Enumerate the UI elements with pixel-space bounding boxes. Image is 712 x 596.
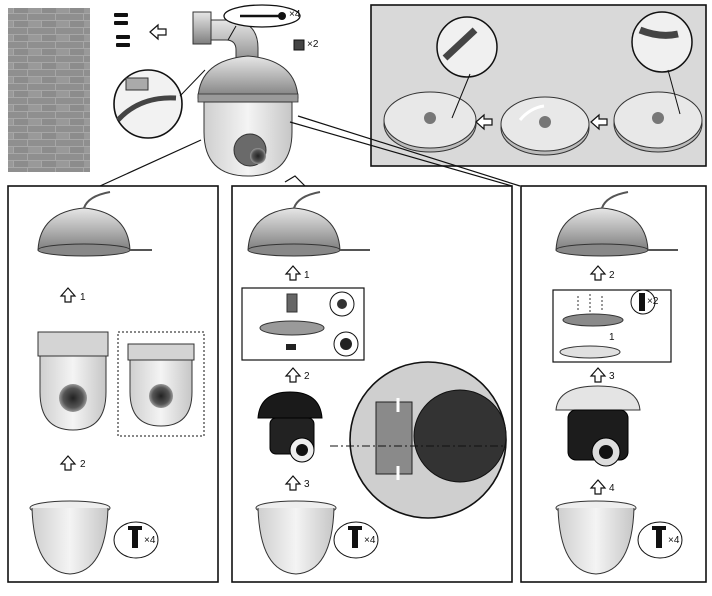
top-screw-qty: ×4 [289,9,301,20]
panel2-screw-callout [333,521,379,559]
base-disc-left [383,91,477,153]
arrow-up-icon-p1-2 [59,455,77,471]
p3-step-3: 3 [609,371,615,382]
arrow-up-icon-p3-3 [589,367,607,383]
p3-screw-qty-top: ×2 [647,296,659,307]
arrow-up-icon-p3-2 [589,265,607,281]
panel1-camera [37,331,109,431]
arrow-left-icon [149,23,167,41]
magnifier-left [436,16,498,119]
panel3-plates [559,289,656,359]
screw-callout [223,4,301,41]
panel1-alt-camera-box [117,331,205,437]
p1-step-2: 2 [80,459,86,470]
panel1-screw-callout [113,521,159,559]
nut-icon [293,39,305,51]
wall-mount-camera [192,11,299,177]
arrow-up-icon-p3-4 [589,479,607,495]
base-disc-middle [500,96,590,156]
arrow-up-icon-p2-2 [284,367,302,383]
magnifier-right [631,11,693,115]
panel2-dome [255,500,337,575]
p1-step-1: 1 [80,292,86,303]
p2-step-1: 1 [304,270,310,281]
top-nut-qty: ×2 [307,39,319,50]
p3-screw-qty: ×4 [668,535,680,546]
p3-step-1: 1 [609,332,615,343]
panel3-base [555,191,678,257]
panel1-dome [29,500,111,575]
panel1-base [37,191,152,257]
panel2-camera [257,391,323,463]
arrow-up-icon-p2-1 [284,265,302,281]
panel3-dome [555,500,637,575]
panel2-bracket [259,291,359,357]
p1-screw-qty: ×4 [144,535,156,546]
panel3-camera [555,385,641,467]
cable-detail-circle [113,69,206,139]
arrow-up-icon-p2-3 [284,475,302,491]
panel2-base [247,191,370,257]
wall-anchors [114,13,130,47]
p2-step-2: 2 [304,371,310,382]
arrow-left-icon-box-2 [590,113,608,131]
arrow-left-icon-box-1 [475,113,493,131]
p3-step-4: 4 [609,483,615,494]
p2-step-3: 3 [304,479,310,490]
p2-screw-qty: ×4 [364,535,376,546]
connector-lines [99,115,521,187]
p3-step-2: 2 [609,270,615,281]
arrow-up-icon-p1-1 [59,287,77,303]
brick-wall [8,8,90,172]
panel3-screw-callout [637,521,683,559]
base-disc-right [613,91,703,153]
panel2-detail-circle [330,361,507,519]
panel1-alt-camera [127,343,195,427]
